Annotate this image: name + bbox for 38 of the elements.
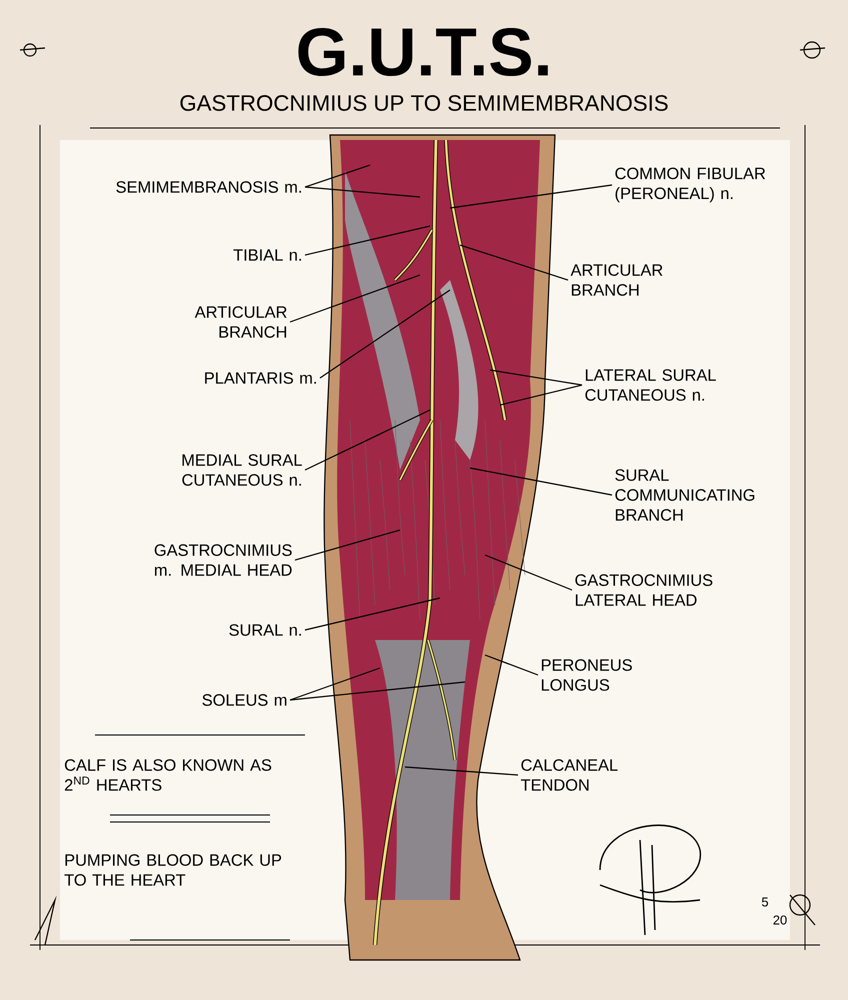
leader-line <box>304 597 440 631</box>
part-label: MEDIAL SURAL CUTANEOUS n. <box>182 454 302 486</box>
subtitle: GASTROCNIMIUS UP TO SEMIMEMBRANOSIS <box>180 95 668 111</box>
part-label: SOLEUS m <box>202 694 286 706</box>
leader-line <box>490 369 582 386</box>
date-text: 5 <box>762 898 768 906</box>
note-text: PUMPING BLOOD BACK UP TO THE HEART <box>64 854 282 886</box>
leader-line <box>484 654 538 676</box>
part-label: GASTROCNIMIUS LATERAL HEAD <box>575 574 712 606</box>
leader-line <box>484 554 572 591</box>
title: G.U.T.S. <box>298 28 548 76</box>
note-text: CALF IS ALSO KNOWN AS 2$^{ND}$ HEARTS <box>64 759 272 791</box>
part-label: ARTICULAR BRANCH <box>570 264 662 296</box>
part-label: SURAL n. <box>229 624 301 636</box>
part-label: SURAL COMMUNICATING BRANCH <box>615 469 754 521</box>
part-label: GASTROCNIMIUS m. MEDIAL HEAD <box>154 544 292 576</box>
leader-line <box>500 384 582 406</box>
leader-line <box>304 186 420 198</box>
leader-line <box>450 184 612 209</box>
leader-line <box>304 225 430 256</box>
part-label: PLANTARIS m. <box>205 372 316 384</box>
leader-line <box>294 529 400 561</box>
part-label: ARTICULAR BRANCH <box>194 306 287 338</box>
leader-line <box>304 164 370 188</box>
part-label: TIBIAL n. <box>234 249 301 261</box>
part-label: PERONEUS LONGUS <box>542 659 632 691</box>
date-text: 20 <box>773 915 787 925</box>
leader-line <box>404 766 518 776</box>
part-label: SEMIMEMBRANOSIS m. <box>116 181 301 193</box>
leader-line <box>460 244 568 281</box>
leader-line <box>290 274 420 323</box>
leader-line <box>304 409 430 471</box>
part-label: CALCANEAL TENDON <box>520 759 618 791</box>
part-label: COMMON FIBULAR (PERONEAL) n. <box>615 168 766 202</box>
leader-line <box>470 467 612 496</box>
leader-line <box>290 667 380 701</box>
leader-line <box>290 681 466 701</box>
part-label: LATERAL SURAL CUTANEOUS n. <box>585 369 716 401</box>
